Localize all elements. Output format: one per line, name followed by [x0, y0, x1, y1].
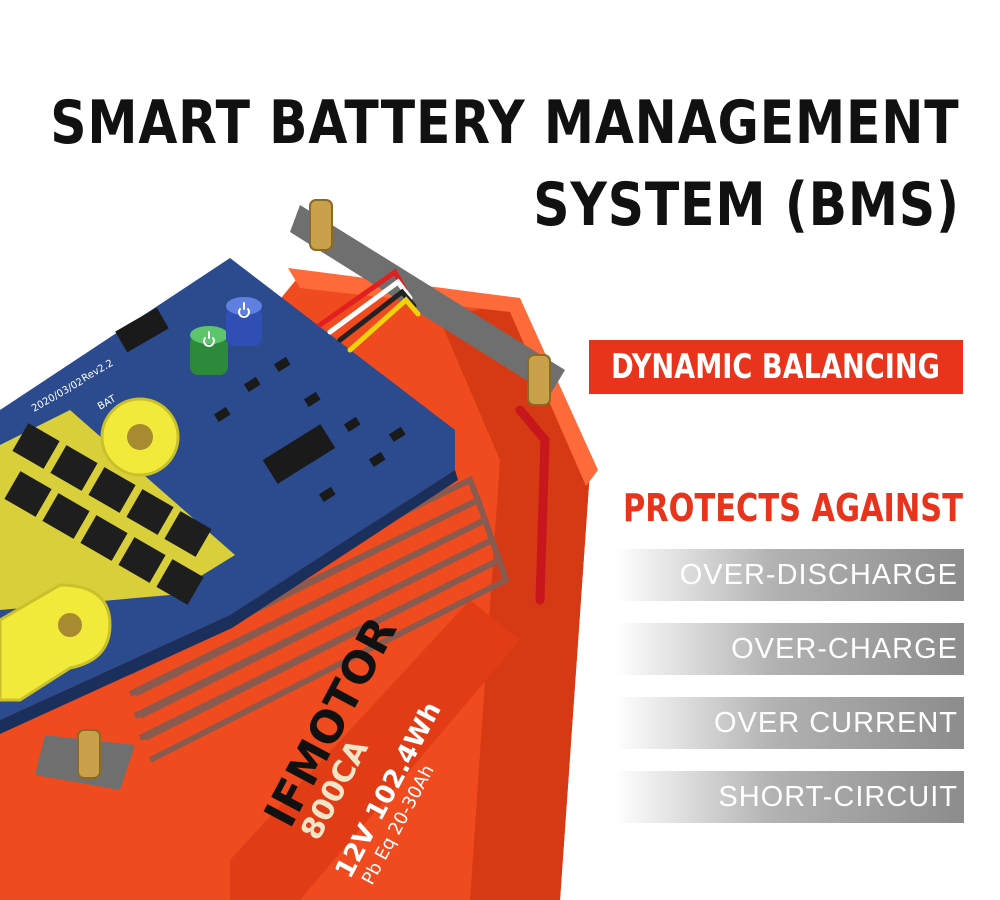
pack-pad — [0, 583, 112, 702]
protection-item-label: OVER-DISCHARGE — [679, 558, 958, 591]
controller-ic — [262, 424, 336, 484]
protection-item-short-circuit: SHORT-CIRCUIT — [615, 771, 964, 823]
protection-item-over-current: OVER CURRENT — [615, 697, 964, 749]
terminal-posts — [77, 199, 551, 779]
battery-label-panel — [230, 600, 520, 900]
capacitor-blue — [226, 297, 262, 346]
headline-line-1: SMART BATTERY MANAGEMENT — [50, 88, 960, 158]
wiring-harness — [317, 268, 421, 353]
bat-pad-bolt — [127, 424, 153, 450]
power-icon — [238, 302, 250, 318]
protection-item-label: OVER CURRENT — [713, 706, 958, 739]
connector — [115, 307, 169, 353]
cell-stack — [118, 475, 510, 763]
power-icon — [203, 331, 215, 347]
battery-case-shadow — [440, 300, 590, 900]
smd-components — [213, 356, 406, 502]
headline-line-2: SYSTEM (BMS) — [533, 170, 960, 240]
protection-item-label: SHORT-CIRCUIT — [718, 780, 958, 813]
dynamic-balancing-label: DYNAMIC BALANCING — [611, 347, 941, 387]
bms-board-edge — [0, 470, 458, 734]
pack-pad-bolt — [58, 613, 82, 637]
terminal-bar-top — [290, 205, 565, 395]
protection-item-label: OVER-CHARGE — [731, 632, 958, 665]
dynamic-balancing-badge: DYNAMIC BALANCING — [589, 340, 963, 394]
mosfet-array — [4, 423, 212, 605]
battery-case-rim — [288, 268, 598, 486]
protection-item-over-charge: OVER-CHARGE — [615, 623, 964, 675]
protection-item-over-discharge: OVER-DISCHARGE — [615, 549, 964, 601]
protects-against-heading: PROTECTS AGAINST — [623, 486, 963, 530]
bms-board — [0, 258, 455, 720]
red-lead — [515, 405, 550, 605]
